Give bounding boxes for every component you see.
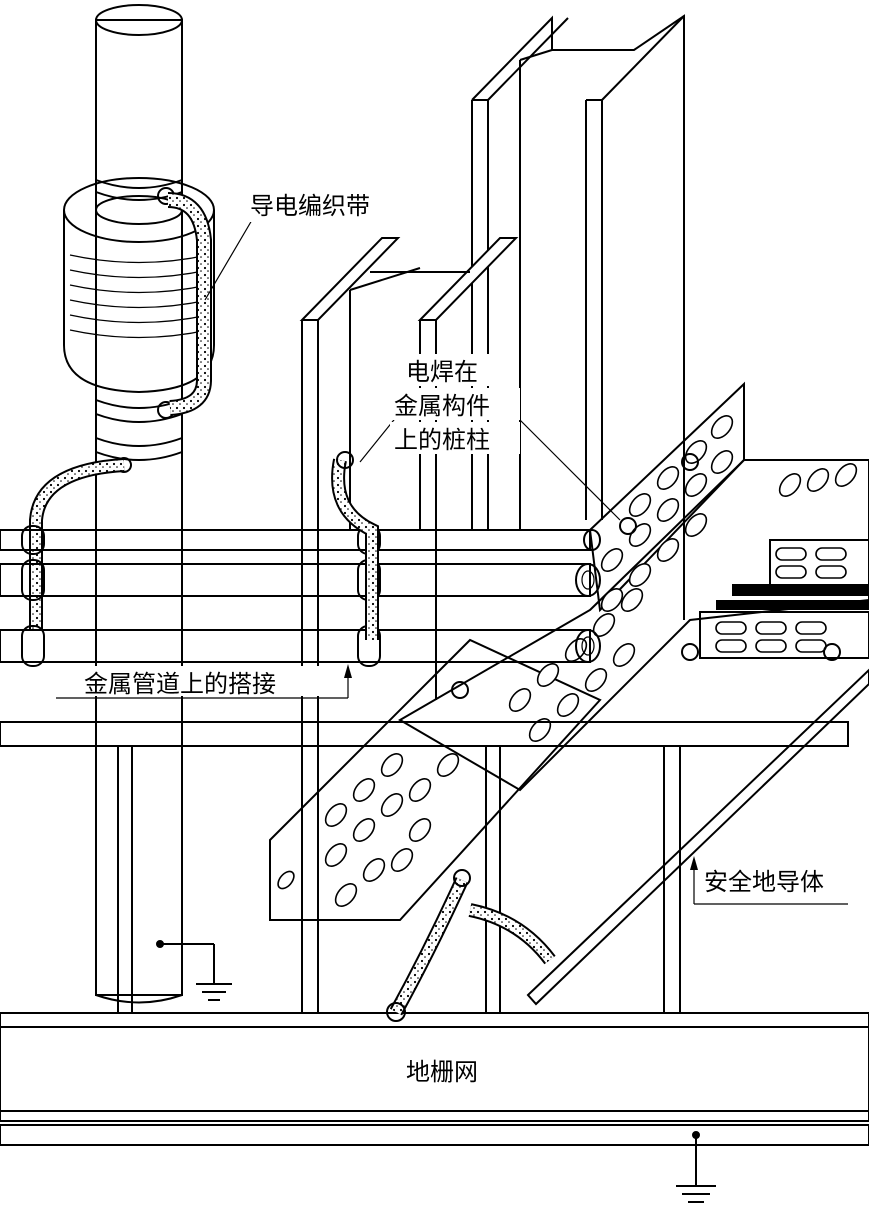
support-beam — [0, 721, 849, 747]
arrow-up-icon — [344, 664, 352, 678]
arrow-up-icon — [690, 856, 698, 870]
horizontal-pipes — [0, 525, 601, 667]
label-welded-stud-3: 上的桩柱 — [394, 426, 490, 454]
leader-lines — [56, 219, 848, 905]
cable-tray — [269, 381, 869, 921]
vertical-pipe — [63, 4, 215, 1004]
ground-grid — [0, 1012, 869, 1146]
label-braided-strap: 导电编织带 — [250, 192, 370, 220]
ground-symbol-icon — [156, 940, 232, 1001]
label-welded-stud-1: 电焊在 — [406, 358, 478, 386]
label-ground-grid: 地栅网 — [406, 1058, 478, 1086]
label-safety-ground-conductor: 安全地导体 — [704, 868, 824, 896]
ground-symbol-icon — [676, 1131, 716, 1203]
label-welded-stud-2: 金属构件 — [394, 392, 490, 420]
safety-ground-conductor — [526, 668, 869, 1006]
studs — [336, 451, 841, 1022]
label-pipe-bonding: 金属管道上的搭接 — [84, 670, 276, 698]
